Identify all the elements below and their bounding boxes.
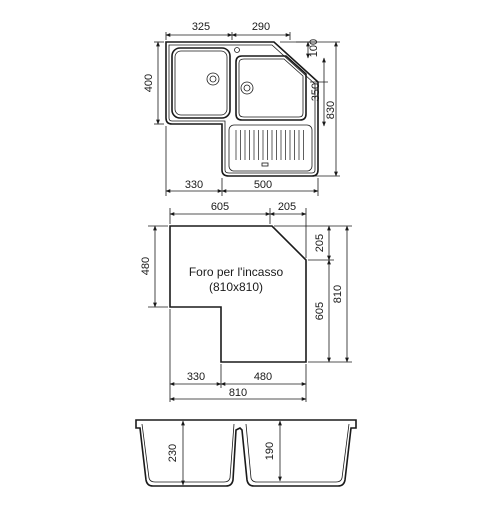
section-inner-profile	[141, 423, 350, 483]
tap-hole-icon	[234, 47, 240, 53]
sink-outline-inner	[168, 44, 316, 174]
cutout-view: Foro per l'incasso (810x810) 605 205 480…	[140, 201, 352, 402]
cutout-size-label: (810x810)	[209, 280, 263, 294]
left-bowl	[171, 47, 231, 119]
cutout-dim-810-right: 810	[332, 285, 344, 303]
section-outer-profile	[135, 419, 357, 487]
section-dim-190: 190	[264, 442, 276, 460]
cutout-dim-605-right: 605	[314, 302, 326, 320]
drainboard-ribs	[235, 130, 304, 160]
section-dim-230: 230	[167, 444, 179, 462]
cutout-dim-205-top: 205	[278, 201, 296, 213]
right-bowl-inner	[238, 58, 304, 118]
right-drain-inner	[243, 84, 251, 92]
dim-100: 100	[308, 39, 320, 57]
right-bowl	[235, 55, 307, 121]
dim-350: 350	[310, 83, 322, 101]
dim-290: 290	[252, 21, 270, 33]
drainboard	[228, 124, 313, 172]
dim-830: 830	[325, 101, 337, 119]
cutout-dim-605-top: 605	[211, 201, 229, 213]
cutout-dim-480-left: 480	[140, 257, 152, 275]
dim-325: 325	[192, 21, 210, 33]
cutout-dim-480-bottom: 480	[254, 371, 272, 383]
dim-400: 400	[143, 74, 155, 92]
left-drain-icon	[206, 72, 220, 86]
cutout-outline	[169, 225, 307, 363]
cutout-dim-810-bottom: 810	[229, 387, 247, 399]
left-bowl-inner	[174, 50, 228, 116]
right-drain-icon	[240, 81, 254, 95]
dim-330: 330	[185, 179, 203, 191]
drainboard-drain	[261, 162, 269, 167]
sink-top-view: 325 290 400 100 350 830 330 500	[143, 21, 340, 196]
sink-outline	[165, 41, 319, 177]
cutout-dim-205-right: 205	[314, 234, 326, 252]
section-view: 230 190	[135, 419, 357, 487]
cutout-label: Foro per l'incasso	[189, 265, 284, 279]
left-drain-inner	[209, 75, 217, 83]
dim-500: 500	[254, 179, 272, 191]
cutout-dim-330-bottom: 330	[187, 371, 205, 383]
